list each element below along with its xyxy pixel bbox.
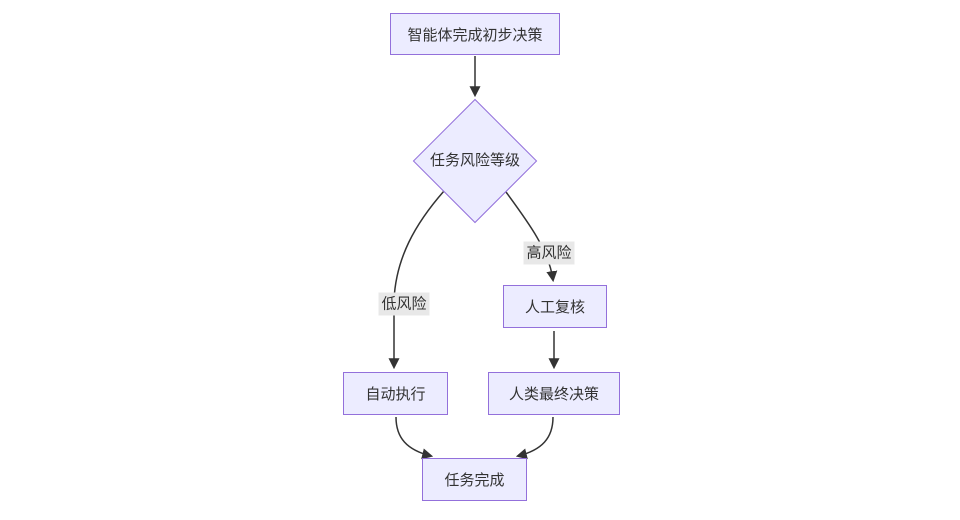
node-task-complete: 任务完成	[422, 458, 527, 501]
edge-label-high-risk: 高风险	[523, 241, 575, 265]
edge-label-low-risk: 低风险	[378, 292, 430, 316]
edge-risk-to-review	[505, 191, 558, 283]
node-auto-execute: 自动执行	[343, 372, 448, 415]
node-label: 任务完成	[444, 472, 505, 489]
edge-auto-to-done	[395, 416, 434, 460]
edge-final-to-done	[515, 416, 554, 460]
node-human-final-decision: 人类最终决策	[488, 372, 620, 415]
node-label: 人类最终决策	[508, 386, 599, 403]
node-label: 人工复核	[524, 299, 585, 316]
node-label: 智能体完成初步决策	[407, 26, 543, 44]
edge-risk-to-auto	[388, 190, 445, 370]
node-agent-initial-decision: 智能体完成初步决策	[390, 13, 560, 55]
node-manual-review: 人工复核	[503, 285, 607, 328]
node-label: 自动执行	[365, 386, 426, 403]
node-risk-level-label: 任务风险等级	[429, 152, 520, 169]
